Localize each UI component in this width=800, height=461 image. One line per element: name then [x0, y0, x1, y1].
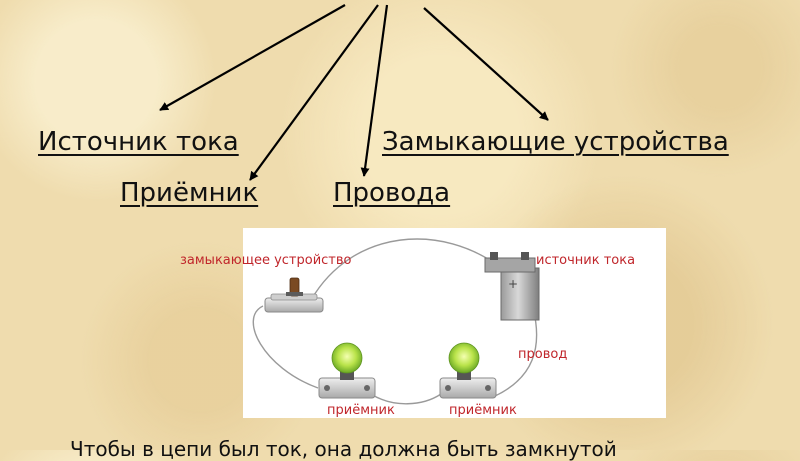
arrow-to-receiver	[249, 4, 379, 181]
label-switch: замыкающее устройство	[180, 253, 352, 268]
wire-switch-to-bulb-left	[252, 305, 319, 389]
label-receiver-right: приёмник	[449, 403, 517, 418]
arrow-to-wires	[360, 4, 389, 177]
arrow-to-switching	[423, 7, 549, 121]
term-receiver: Приёмник	[120, 178, 259, 208]
term-current-source: Источник тока	[38, 127, 239, 157]
label-receiver-left: приёмник	[327, 403, 395, 418]
wire-switch-to-battery	[310, 238, 502, 301]
arrow-to-source	[159, 4, 346, 111]
arrows-layer	[159, 4, 549, 181]
label-wire: провод	[518, 347, 568, 362]
lamp-right	[439, 342, 497, 399]
label-current-source: источник тока	[536, 253, 636, 268]
circuit-drawing: +	[252, 238, 540, 405]
wire-bulb-left-to-bulb-right	[370, 393, 442, 405]
switch-device	[264, 277, 324, 313]
lamp-left	[318, 342, 376, 399]
term-wires: Провода	[333, 178, 451, 208]
battery-device: +	[484, 252, 540, 321]
bottom-statement: Чтобы в цепи был ток, она должна быть за…	[70, 437, 617, 461]
term-switching-devices: Замыкающие устройства	[382, 127, 729, 157]
circuit-illustration: + замыкающее устройство источник тока пр…	[180, 228, 666, 418]
svg-text:+: +	[508, 277, 518, 291]
